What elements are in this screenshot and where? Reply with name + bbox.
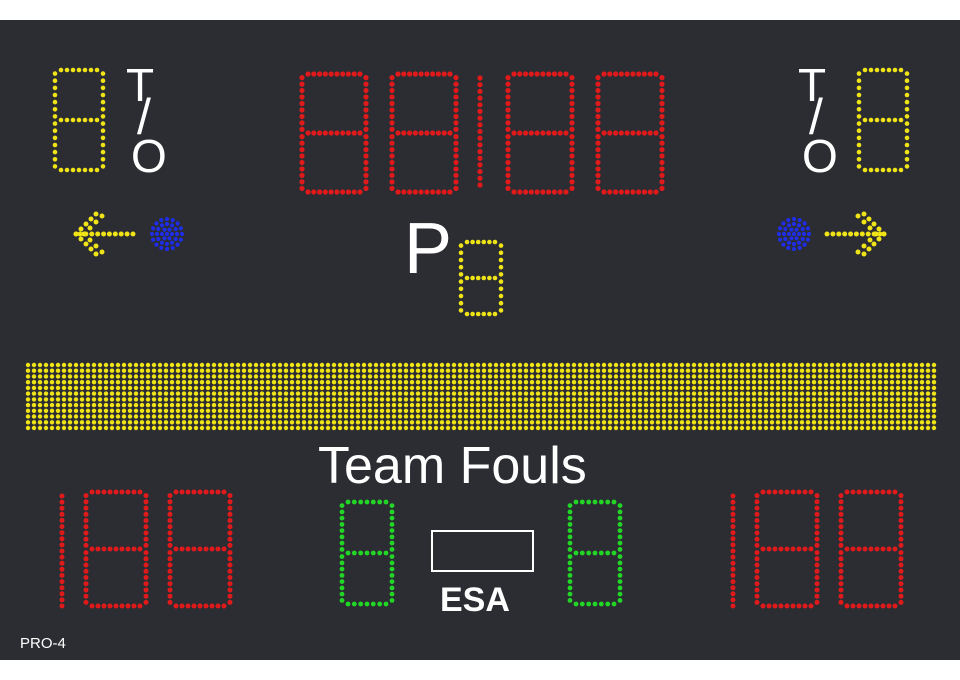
arrow-right-icon — [824, 211, 887, 257]
period-digit — [458, 239, 504, 317]
period-label: P — [404, 209, 453, 289]
model-code-label: PRO-4 — [20, 635, 66, 652]
clock-digit-1 — [299, 71, 369, 195]
clock-colon — [477, 75, 483, 188]
timeout-left-t-label: T — [126, 59, 155, 111]
timeout-right-digit — [856, 67, 910, 173]
possession-dot-right-icon — [776, 216, 812, 252]
timeout-right-t-label: T — [798, 59, 827, 111]
timeout-right-slash-label: / — [809, 89, 823, 145]
team-fouls-left-digit — [339, 499, 395, 607]
timeout-right-o-label: O — [802, 130, 838, 182]
team-fouls-right-digit — [567, 499, 623, 607]
score-left-digit-1 — [83, 489, 149, 609]
clock-digit-3 — [505, 71, 575, 195]
timeout-left-o-label: O — [131, 130, 167, 182]
team-fouls-label: Team Fouls — [318, 437, 587, 495]
score-right-digit-2 — [838, 489, 904, 609]
score-left-digit-2 — [167, 489, 233, 609]
scoreboard-panel: T / O T / O P Team Fouls ESA PRO-4 — [0, 20, 960, 660]
score-right-one — [730, 493, 736, 609]
clock-digit-2 — [389, 71, 459, 195]
esa-logo-box — [431, 530, 534, 572]
score-left-one — [59, 493, 65, 609]
timeout-left-digit — [52, 67, 106, 173]
timeout-left-slash-label: / — [137, 89, 151, 145]
possession-dot-left-icon — [149, 216, 185, 252]
message-bar — [25, 362, 937, 431]
led-display-layer — [25, 67, 937, 609]
clock-digit-4 — [595, 71, 665, 195]
arrow-left-icon — [73, 211, 136, 257]
score-right-digit-1 — [754, 489, 820, 609]
esa-brand-label: ESA — [440, 581, 510, 619]
